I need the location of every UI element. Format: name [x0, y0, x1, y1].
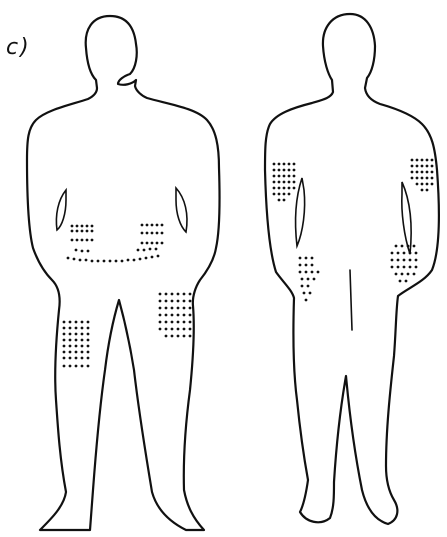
front-abdomen-band — [67, 248, 160, 263]
back-left-arm-gap — [296, 178, 305, 246]
back-spine-line — [350, 270, 352, 330]
front-right-arm-gap — [176, 188, 187, 232]
front-body-outline — [27, 16, 220, 530]
back-buttock-right — [391, 245, 418, 283]
front-abdomen-right-upper — [141, 224, 164, 245]
front-thigh-right — [159, 293, 192, 338]
front-left-arm-gap — [56, 190, 66, 230]
front-thigh-left — [63, 321, 90, 368]
back-buttock-left — [299, 257, 320, 302]
back-figure — [265, 14, 439, 524]
back-upper-arm-left — [273, 163, 296, 202]
back-upper-arm-right — [411, 159, 434, 192]
front-abdomen-left-upper — [71, 225, 94, 242]
back-body-outline — [265, 14, 439, 524]
front-figure — [27, 16, 220, 530]
back-right-arm-gap — [402, 182, 411, 254]
